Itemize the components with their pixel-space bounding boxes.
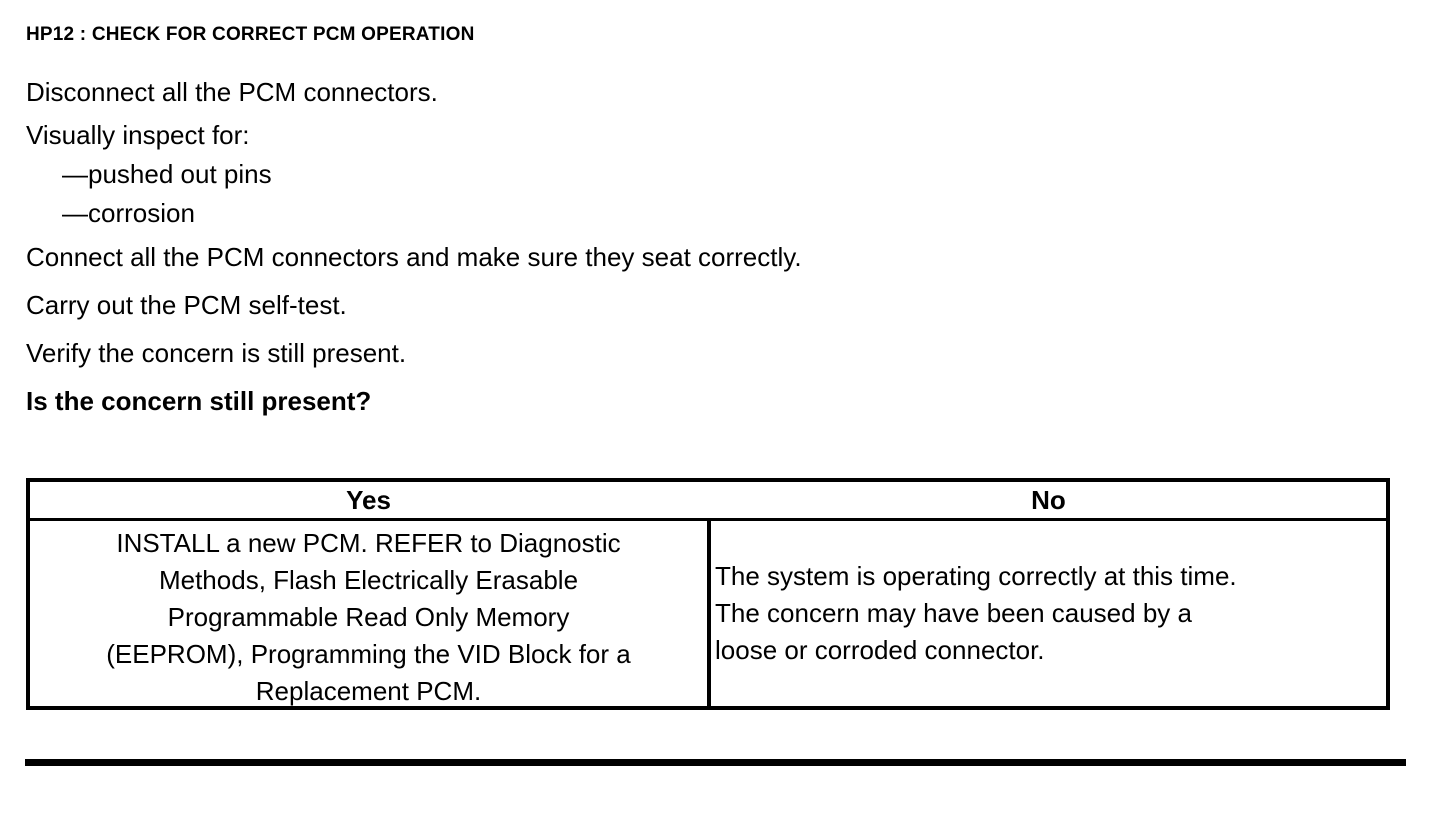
instruction-line-1: Disconnect all the PCM connectors. — [26, 77, 438, 107]
table-header-row: Yes No — [30, 482, 1386, 521]
yes-cell-line-3: Programmable Read Only Memory — [167, 602, 570, 632]
no-cell-line-3: loose or corroded connector. — [715, 635, 1045, 665]
yes-cell-line-1: INSTALL a new PCM. REFER to Diagnostic — [116, 528, 621, 558]
section-divider-rule — [25, 759, 1406, 766]
no-cell-line-1: The system is operating correctly at thi… — [715, 561, 1237, 591]
yes-cell-line-2: Methods, Flash Electrically Erasable — [158, 565, 579, 595]
instruction-line-3: Connect all the PCM connectors and make … — [26, 242, 802, 272]
instruction-line-5: Verify the concern is still present. — [26, 338, 407, 368]
yes-cell-line-4: (EEPROM), Programming the VID Block for … — [106, 639, 631, 669]
instruction-line-4: Carry out the PCM self-test. — [26, 290, 347, 320]
table-cell-no: The system is operating correctly at thi… — [715, 521, 1384, 706]
decision-table: Yes No INSTALL a new PCM. REFER to Diagn… — [26, 478, 1390, 710]
decision-question: Is the concern still present? — [26, 386, 372, 416]
step-heading: HP12 : CHECK FOR CORRECT PCM OPERATION — [26, 24, 475, 45]
yes-cell-line-5: Replacement PCM. — [255, 676, 482, 706]
instruction-line-2: Visually inspect for: — [26, 120, 250, 150]
table-header-no: No — [1031, 485, 1066, 515]
table-header-yes: Yes — [346, 485, 391, 515]
instruction-list: Disconnect all the PCM connectors. Visua… — [26, 68, 1406, 425]
table-column-divider — [707, 521, 711, 706]
table-body-row: INSTALL a new PCM. REFER to Diagnostic M… — [30, 521, 1386, 706]
instruction-subitem-corrosion: —corrosion — [62, 198, 195, 228]
instruction-subitem-pushed-out-pins: —pushed out pins — [62, 159, 272, 189]
table-cell-yes: INSTALL a new PCM. REFER to Diagnostic M… — [30, 521, 707, 706]
no-cell-line-2: The concern may have been caused by a — [715, 598, 1192, 628]
